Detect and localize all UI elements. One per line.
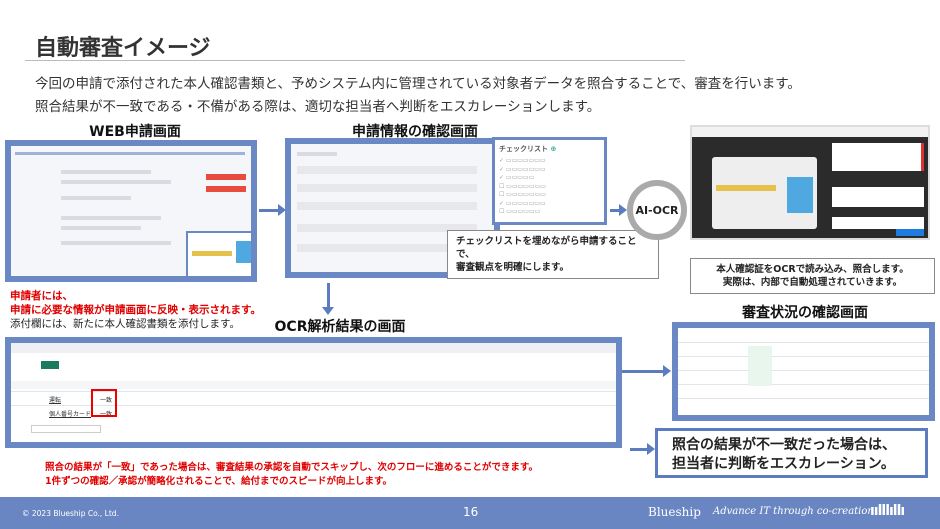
flow-arrow: [622, 365, 671, 377]
web-note-black: 添付欄には、新たに本人確認書類を添付します。: [10, 318, 240, 330]
ocr-section-label: OCR解析結果の画面: [274, 319, 406, 335]
row-result: 一致: [100, 411, 113, 418]
ocr-callout: 本人確認証をOCRで読み込み、照合します。 実際は、内部で自動処理されていきます…: [690, 258, 935, 294]
next-button[interactable]: [896, 229, 924, 236]
ai-ocr-badge: AI-OCR: [627, 180, 687, 240]
license-card-image: [712, 157, 817, 229]
row-result: 一致: [100, 397, 113, 404]
escalation-line-2: 担当者に判断をエスカレーション。: [672, 456, 895, 472]
bottom-note-2: 1件ずつの確認／承認が簡略化されることで、給付までのスピードが向上します。: [45, 476, 392, 487]
web-application-screenshot: [5, 140, 257, 282]
copyright: © 2023 Blueship Co., Ltd.: [22, 509, 119, 518]
checklist-callout-line-1: チェックリストを埋めながら申請することで、: [456, 236, 637, 260]
ocr-result-screenshot: 運転 一致 個人番号カード 一致: [5, 337, 622, 448]
checklist-popup: チェックリスト ⊕ ✓ ▭▭▭▭▭▭▭✓ ▭▭▭▭▭▭▭✓ ▭▭▭▭▭☐ ▭▭▭…: [492, 137, 607, 225]
brand-logo-icon: ıılllıllı: [870, 503, 905, 519]
intro-line-1: 今回の申請で添付された本人確認書類と、予めシステム内に管理されている対象者データ…: [35, 76, 801, 92]
ocr-reader-screenshot: [690, 125, 930, 240]
bulk-action-select[interactable]: [31, 425, 101, 433]
flow-arrow: [630, 443, 655, 455]
ocr-callout-line-1: 本人確認証をOCRで読み込み、照合します。: [716, 264, 909, 275]
web-note-red: 申請者には、 申請に必要な情報が申請画面に反映・表示されます。: [10, 289, 261, 317]
flow-arrow: [610, 204, 627, 216]
web-section-label: WEB申請画面: [89, 124, 181, 140]
flow-arrow: [259, 204, 286, 216]
bottom-note-1: 照合の結果が「一致」であった場合は、審査結果の承認を自動でスキップし、次のフロー…: [45, 462, 538, 473]
row-type[interactable]: 個人番号カード: [49, 411, 92, 418]
web-note-red-1: 申請者には、: [10, 290, 73, 302]
brand-tagline: Advance IT through co-creation: [713, 506, 874, 517]
checklist-title: チェックリスト: [499, 145, 548, 153]
web-note-red-2: 申請に必要な情報が申請画面に反映・表示されます。: [10, 304, 261, 316]
escalation-line-1: 照合の結果が不一致だった場合は、: [672, 437, 896, 453]
id-card-image: [186, 231, 251, 276]
ocr-callout-line-2: 実際は、内部で自動処理されていきます。: [722, 277, 903, 288]
row-type[interactable]: 運転: [49, 397, 62, 404]
brand-name: Blueship: [648, 505, 701, 519]
status-screenshot: [672, 322, 935, 421]
add-icon[interactable]: ⊕: [550, 145, 557, 153]
footer: © 2023 Blueship Co., Ltd. 16 Blueship Ad…: [0, 497, 940, 529]
checklist-callout: チェックリストを埋めながら申請することで、 審査観点を明確にします。: [447, 230, 659, 279]
match-highlight: [91, 389, 117, 417]
page-number: 16: [463, 505, 479, 519]
status-section-label: 審査状況の確認画面: [742, 305, 868, 321]
intro-line-2: 照合結果が不一致である・不備がある際は、適切な担当者へ判断をエスカレーションしま…: [35, 99, 601, 115]
new-button[interactable]: [41, 361, 59, 369]
escalation-box: 照合の結果が不一致だった場合は、 担当者に判断をエスカレーション。: [655, 428, 928, 478]
bottom-note: 照合の結果が「一致」であった場合は、審査結果の承認を自動でスキップし、次のフロー…: [45, 461, 538, 489]
checklist-callout-line-2: 審査観点を明確にします。: [456, 262, 570, 273]
title-divider: [25, 60, 685, 61]
confirm-section-label: 申請情報の確認画面: [352, 124, 478, 140]
page-title: 自動審査イメージ: [35, 36, 211, 61]
flow-arrow-down: [322, 283, 334, 315]
